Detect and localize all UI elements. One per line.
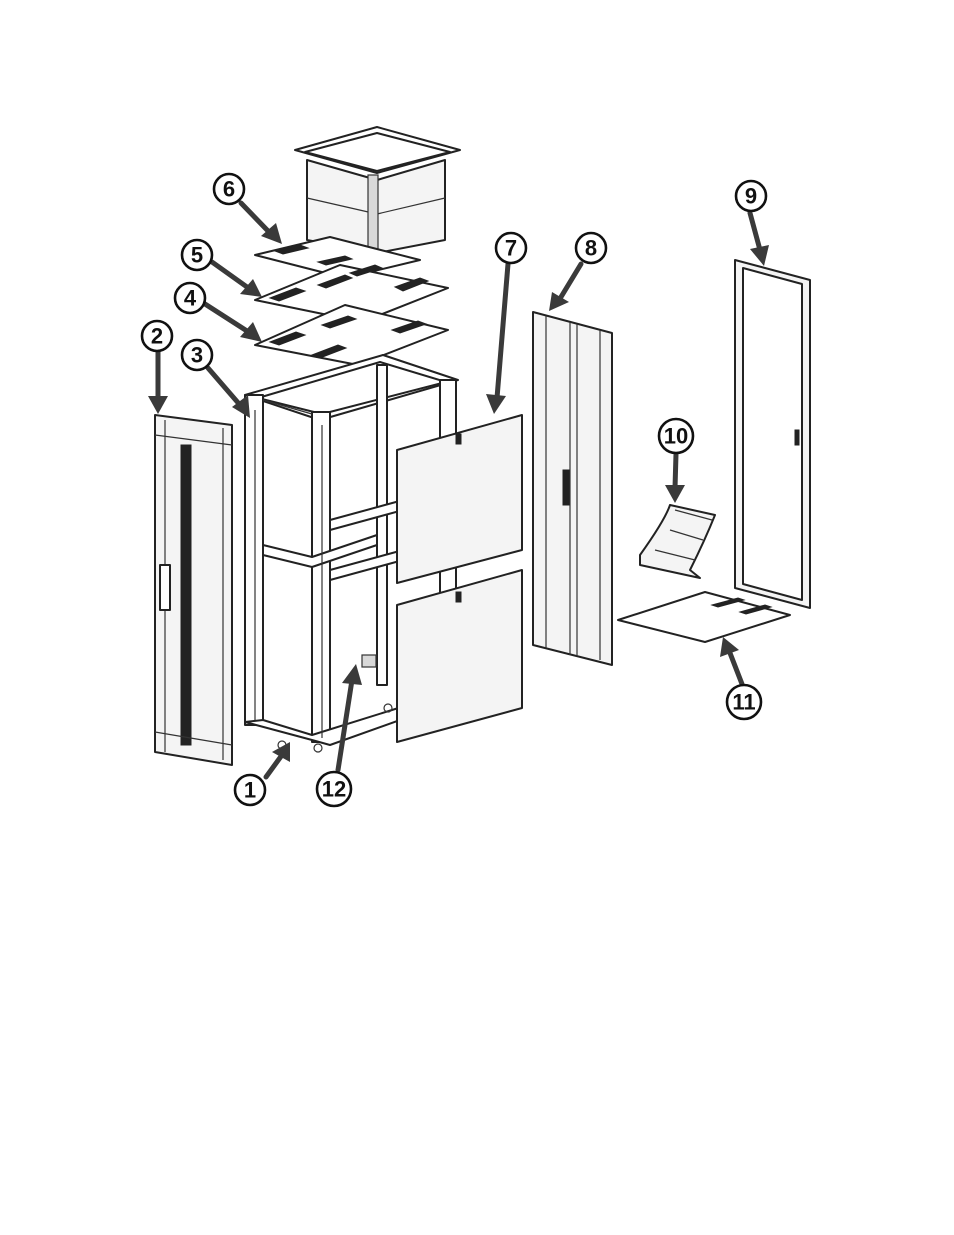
callout-4: 4	[175, 283, 205, 313]
front-door	[155, 415, 232, 765]
roof-panel-4	[255, 305, 448, 365]
rear-door-8	[533, 312, 612, 665]
callout-6: 6	[214, 174, 244, 204]
callout-1: 1	[235, 775, 265, 805]
callout-6-label: 6	[223, 177, 235, 202]
callout-12-label: 12	[322, 777, 346, 802]
callout-2: 2	[142, 321, 172, 351]
callout-12: 12	[317, 772, 351, 806]
callout-4-label: 4	[184, 286, 197, 311]
cable-bracket-12	[362, 655, 376, 667]
callout-8: 8	[576, 233, 606, 263]
callout-7: 7	[496, 233, 526, 263]
callout-3-label: 3	[191, 343, 203, 368]
callout-11: 11	[727, 685, 761, 719]
callout-3: 3	[182, 340, 212, 370]
callout-10: 10	[659, 419, 693, 453]
callout-11-label: 11	[732, 690, 755, 715]
side-door-9	[735, 260, 810, 608]
callout-7-label: 7	[505, 236, 517, 261]
callout-5-label: 5	[191, 243, 203, 268]
callout-9: 9	[736, 181, 766, 211]
callout-1-label: 1	[244, 778, 256, 803]
top-chimney-duct	[295, 127, 460, 253]
callout-2-label: 2	[151, 324, 163, 349]
side-panel-7	[397, 415, 522, 742]
cable-duct-10	[640, 505, 715, 578]
callout-8-label: 8	[585, 236, 597, 261]
callout-9-label: 9	[745, 184, 757, 209]
callout-5: 5	[182, 240, 212, 270]
base-plate-11	[618, 592, 790, 642]
callout-10-label: 10	[664, 424, 688, 449]
